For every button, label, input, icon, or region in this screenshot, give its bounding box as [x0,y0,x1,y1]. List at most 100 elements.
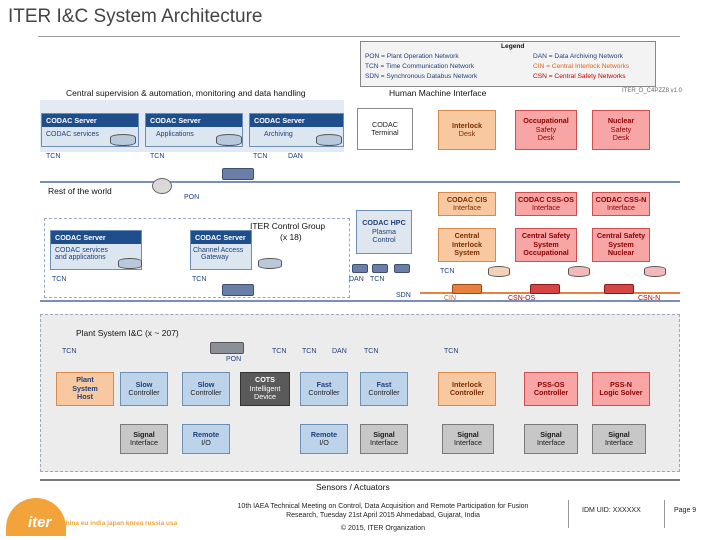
tcn-label: TCN [302,348,317,355]
central-safety-nuclear: Central Safety System Nuclear [592,228,650,262]
codac-css-n-interface: CODAC CSS-N Interface [592,192,650,216]
interlock-desk-l1: Interlock [452,120,482,130]
rest-of-world-label: Rest of the world [48,186,112,196]
remote-io-1: Remote I/O [182,424,230,454]
tcn-label: TCN [150,153,165,160]
css-nuc-l3: Nuclear [607,248,635,258]
disk-icon [644,266,666,277]
legend-left-0: PON = Plant Operation Network [365,53,459,60]
disk-icon [316,134,342,146]
control-group-area [44,218,350,298]
server-title: CODAC Server [250,114,343,127]
group-server-1-l2: and applications [55,254,106,261]
si3-l2: Interface [454,438,482,447]
server-sub: Archiving [264,131,293,138]
dan-label: DAN [288,153,303,160]
sensors-label: Sensors / Actuators [316,482,390,492]
hpc-l2: Plasma [372,226,396,236]
codac-server-1: CODAC Server CODAC services [41,113,139,147]
tcn-label: TCN [62,348,77,355]
occ-desk-l3: Desk [537,133,555,143]
control-group-label: ITER Control Group [250,221,326,231]
server-sub: Applications [156,131,194,138]
doc-id: ITER_D_C4PZZ8 v1.0 [622,88,683,94]
signal-interface-4: Signal Interface [524,424,578,454]
idm-uid: IDM UID: XXXXXX [582,507,641,514]
group-server-2-l1: Channel Access [193,247,244,254]
disk-icon [258,258,282,269]
server-title: CODAC Server [146,114,242,127]
footer-divider [664,500,665,528]
legend-right-1: CIN = Central Interlock Networks [533,63,630,70]
pss-os-controller: PSS-OS Controller [524,372,578,406]
server-title: CODAC Server [191,231,251,244]
disk-icon [110,134,136,146]
tcn-label: TCN [272,348,287,355]
fast1-l1: Fast [316,379,332,389]
network-switch-icon [372,264,388,273]
pon-label: PON [226,356,242,363]
occupational-safety-desk: Occupational Safety Desk [515,110,577,150]
signal-interface-2: Signal Interface [360,424,408,454]
network-switch-icon [530,284,560,294]
rio1-l1: Remote [192,429,220,439]
si2-l2: Interface [370,438,398,447]
csn-n-label: CSN-N [638,295,661,302]
pss-os-l2: Controller [533,388,569,397]
legend-right-2: CSN = Central Safety Networks [533,73,626,80]
occ-desk-l2: Safety [535,124,557,134]
hpc-l3: Control [372,235,396,245]
dan-label: DAN [332,348,347,355]
codac-terminal-l1: CODAC [372,119,398,129]
meeting-line-2: Research, Tuesday 21st April 2015 Ahmeda… [286,512,480,519]
group-server-2-l2: Gateway [201,254,229,261]
cin-label: CIN [444,295,457,302]
slow2-l2: Controller [190,388,222,397]
tcn-label: TCN [52,276,67,283]
central-interlock-system: Central Interlock System [438,228,496,262]
logo-text: iter [28,514,52,531]
codac-css-os-interface: CODAC CSS-OS Interface [515,192,577,216]
pss-n-l1: PSS-N [610,379,632,389]
psh-l2: System [72,383,98,393]
disk-icon [488,266,510,277]
nuclear-safety-desk: Nuclear Safety Desk [592,110,650,150]
slow-controller-2: Slow Controller [182,372,230,406]
legend-left-2: SDN = Synchronous Databus Network [365,73,478,80]
network-switch-icon [452,284,482,294]
slow2-l1: Slow [197,379,215,389]
router-icon [152,178,172,194]
nuc-desk-l1: Nuclear [607,116,635,126]
cis-l1: CODAC CIS [446,194,488,204]
interlock-desk-l2: Desk [458,129,476,138]
fast2-l2: Controller [368,388,400,397]
si1-l2: Interface [130,438,158,447]
cots-l3: Device [254,392,276,402]
tcn-label: TCN [444,348,459,355]
signal-interface-5: Signal Interface [592,424,646,454]
pss-n-l2: Logic Solver [599,388,643,397]
hpc-l1: CODAC HPC [362,218,406,228]
cis-sys-l1: Central [454,231,480,241]
page-number: Page 9 [674,507,697,514]
si5-l2: Interface [605,438,633,447]
si4-l2: Interface [537,438,565,447]
tcn-label: TCN [46,153,61,160]
interlock-controller: Interlock Controller [438,372,496,406]
css-occ-l1: Central Safety [521,231,571,241]
copyright: © 2015, ITER Organization [340,525,426,532]
interlock-desk: Interlock Desk [438,110,496,150]
central-section-label: Central supervision & automation, monito… [66,88,306,98]
codac-cis-interface: CODAC CIS Interface [438,192,496,216]
server-title: CODAC Server [42,114,138,127]
css-occ-l3: Occupational [523,248,569,258]
tcn-label: TCN [440,268,455,275]
network-switch-icon [222,284,254,296]
dan-label: DAN [349,276,364,283]
logo-tagline: china eu india japan korea russia usa [62,520,178,527]
rio2-l2: I/O [319,438,329,447]
rio1-l2: I/O [201,438,211,447]
css-os-l1: CODAC CSS-OS [518,194,574,204]
title-rule [38,36,680,37]
central-safety-occupational: Central Safety System Occupational [515,228,577,262]
